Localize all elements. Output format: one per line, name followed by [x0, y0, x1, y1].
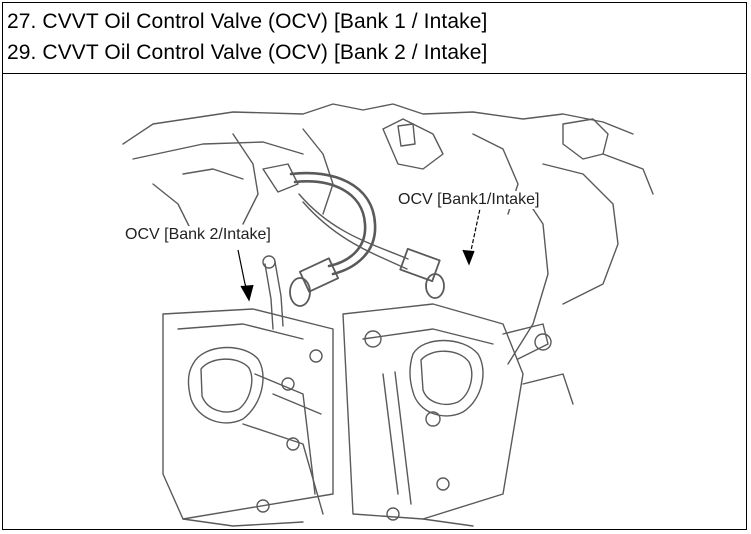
ocv-bank1-label: OCV [Bank1/Intake]	[396, 191, 542, 209]
ocv-bank2-label: OCV [Bank 2/Intake]	[123, 226, 273, 244]
engine-diagram	[122, 103, 654, 527]
label-leaders	[237, 201, 524, 302]
title-line-bank2: 29. CVVT Oil Control Valve (OCV) [Bank 2…	[7, 41, 488, 64]
title-line-bank1: 27. CVVT Oil Control Valve (OCV) [Bank 1…	[7, 10, 488, 33]
engine-line-drawing	[122, 103, 654, 527]
figure-header: 27. CVVT Oil Control Valve (OCV) [Bank 1…	[3, 3, 746, 74]
